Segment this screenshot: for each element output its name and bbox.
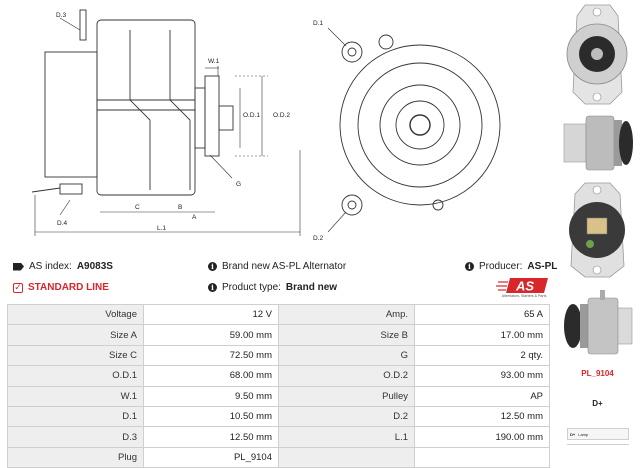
product-image-side[interactable] <box>560 110 635 175</box>
producer-label: Producer: <box>479 261 523 272</box>
pulley <box>204 75 220 157</box>
spec-label: G <box>278 344 415 367</box>
image-sidebar: PL_9104 D+ D+ Lamp <box>555 0 640 468</box>
product-info: AS index: A9083S ✓ STANDARD LINE i Brand… <box>0 255 557 303</box>
product-type: i Product type: Brand new <box>208 282 337 293</box>
label-od2: O.D.2 <box>273 112 290 119</box>
info-icon: i <box>208 262 217 271</box>
pin-table: D+ Lamp <box>567 428 629 440</box>
pin-label: D+ <box>570 431 576 437</box>
rear-housing <box>44 51 98 178</box>
spec-value: PL_9104 <box>143 446 279 468</box>
spec-value: 12.50 mm <box>143 426 279 448</box>
spec-value: 12.50 mm <box>414 405 550 428</box>
front-pulley-ring <box>379 84 461 166</box>
product-image-rear[interactable] <box>560 180 635 280</box>
terminal-label: D+ <box>592 399 603 408</box>
product-type-value: Brand new <box>285 282 338 293</box>
product-type-label: Product type: <box>222 282 281 293</box>
spec-label: Size B <box>278 324 415 346</box>
spec-value: 17.00 mm <box>414 324 550 346</box>
label-c: C <box>135 204 140 211</box>
logo-text: AS <box>515 279 534 294</box>
brand-new-text: Brand new AS-PL Alternator <box>222 261 347 272</box>
label-b: B <box>178 204 182 211</box>
spec-label: W.1 <box>7 385 144 407</box>
spec-label: Pulley <box>278 385 415 407</box>
spec-value: 9.50 mm <box>143 385 279 407</box>
info-icon: i <box>208 283 217 292</box>
spec-value: 59.00 mm <box>143 324 279 346</box>
product-image-front[interactable] <box>560 2 635 107</box>
spec-value: 12 V <box>143 303 279 326</box>
spec-value: 65 A <box>414 303 550 326</box>
technical-drawing: D.3 W.1 O.D.1 O.D.2 G D.4 C B A L.1 D.1 … <box>31 9 501 242</box>
stator-housing <box>96 19 196 196</box>
tag-icon <box>13 262 24 271</box>
spec-label: Voltage <box>7 303 144 326</box>
spec-label: O.D.1 <box>7 365 144 387</box>
spec-value: AP <box>414 385 550 407</box>
label-d3: D.3 <box>56 12 67 19</box>
brand-new-info: i Brand new AS-PL Alternator <box>208 261 346 272</box>
spec-label: Size A <box>7 324 144 346</box>
pin-desc: Lamp <box>578 431 589 437</box>
spec-label: L.1 <box>278 426 415 448</box>
spec-label: O.D.2 <box>278 365 415 387</box>
info-icon: i <box>465 262 474 271</box>
standard-line-label: STANDARD LINE <box>28 282 109 293</box>
label-l1: L.1 <box>157 225 166 232</box>
label-a: A <box>192 214 197 221</box>
spec-label: D.3 <box>7 426 144 448</box>
as-pl-logo: AS Alternators, Starters & Parts <box>496 276 552 302</box>
shaft-nut <box>218 105 234 131</box>
spec-label <box>278 446 415 468</box>
front-flange <box>194 87 206 149</box>
spec-label: Plug <box>7 446 144 468</box>
mount-ear-top <box>79 9 87 41</box>
spec-label: Amp. <box>278 303 415 326</box>
producer-value: AS-PL <box>527 261 558 272</box>
spec-label: D.2 <box>278 405 415 428</box>
producer: i Producer: AS-PL <box>465 261 557 272</box>
as-index-value: A9083S <box>76 261 113 272</box>
spec-value: 2 qty. <box>414 344 550 367</box>
label-d1: D.1 <box>313 20 324 27</box>
spec-value: 10.50 mm <box>143 405 279 428</box>
spec-value: 93.00 mm <box>414 365 550 387</box>
plug-label[interactable]: PL_9104 <box>581 369 614 378</box>
label-g: G <box>236 181 241 188</box>
spec-value: 68.00 mm <box>143 365 279 387</box>
label-od1: O.D.1 <box>243 112 260 119</box>
spec-value: 190.00 mm <box>414 426 550 448</box>
spec-value: 72.50 mm <box>143 344 279 367</box>
spec-label: D.1 <box>7 405 144 428</box>
front-housing-outline <box>339 44 501 206</box>
mount-hole-d1 <box>341 41 363 63</box>
as-index: AS index: A9083S <box>13 261 113 272</box>
checkbox-icon: ✓ <box>13 282 23 293</box>
product-image-plug[interactable] <box>560 290 635 362</box>
connector <box>59 183 83 195</box>
as-index-label: AS index: <box>29 261 72 272</box>
mount-hole-d2 <box>341 194 363 216</box>
spec-value <box>414 446 550 468</box>
label-d2: D.2 <box>313 235 324 242</box>
logo-subtitle: Alternators, Starters & Parts <box>501 294 547 298</box>
spec-label: Size C <box>7 344 144 367</box>
label-w1: W.1 <box>208 58 220 65</box>
front-shaft-nut <box>409 114 431 136</box>
label-d4: D.4 <box>57 220 68 227</box>
pin-table-row <box>567 444 629 448</box>
standard-line: ✓ STANDARD LINE <box>13 282 109 293</box>
